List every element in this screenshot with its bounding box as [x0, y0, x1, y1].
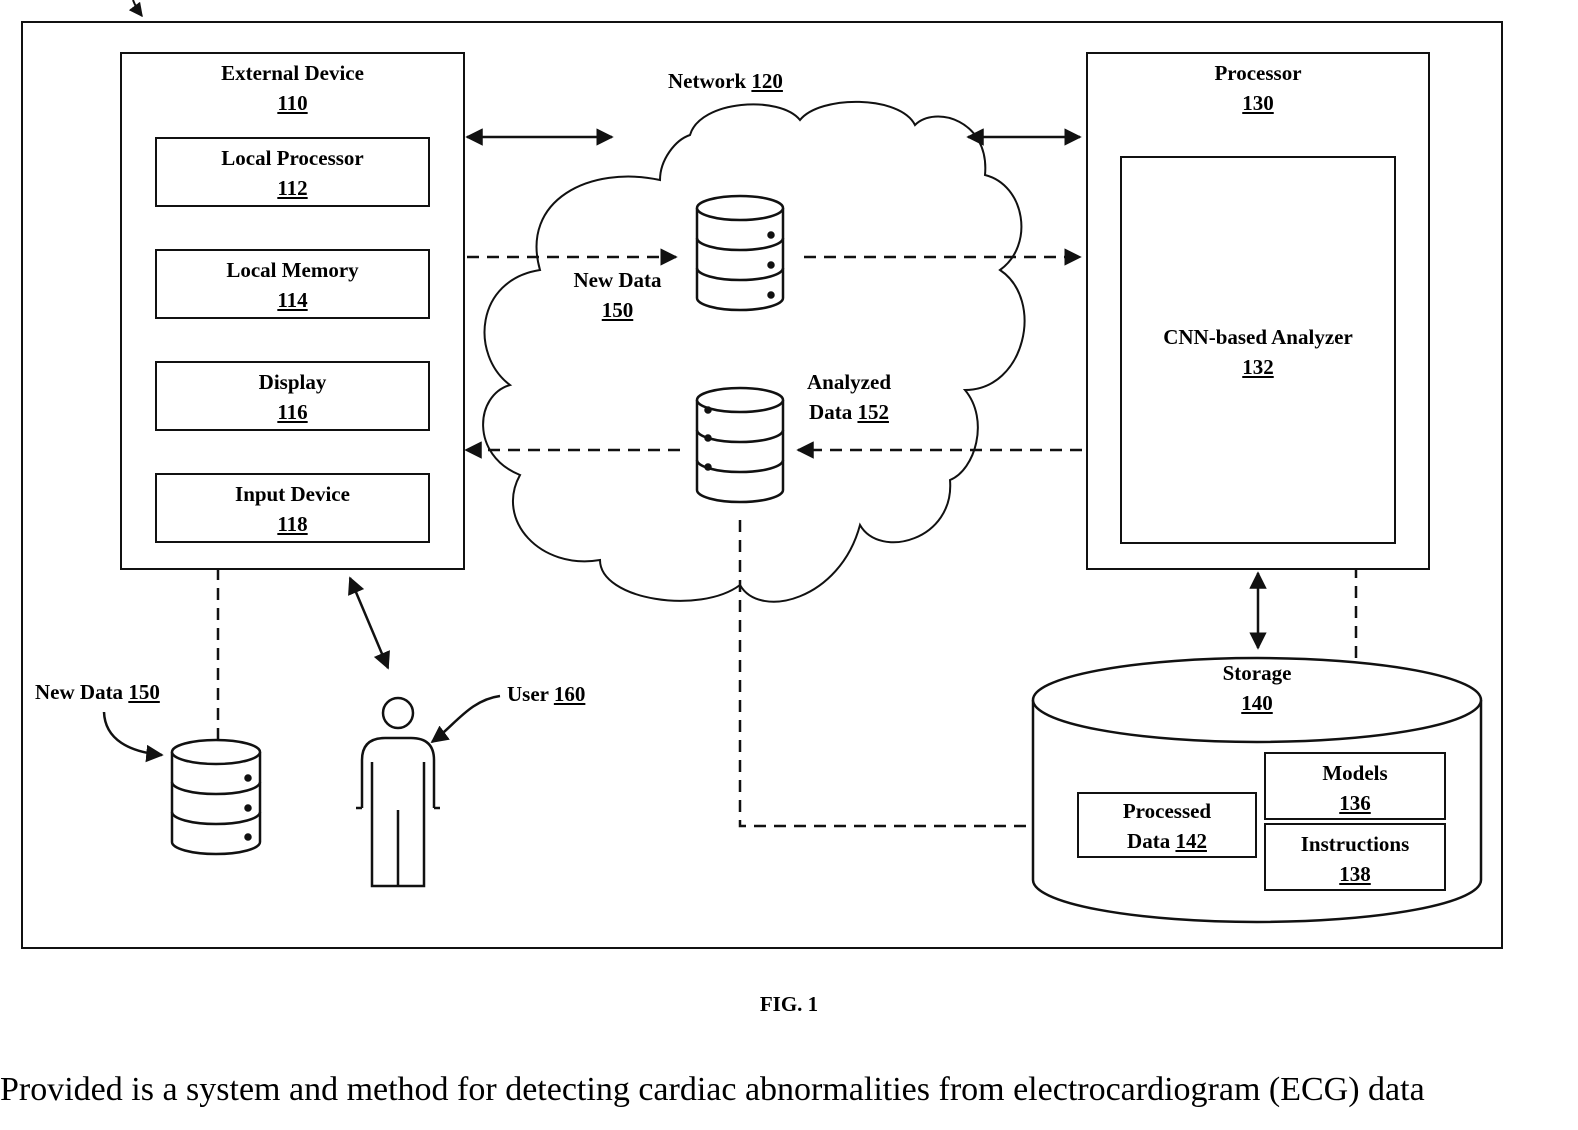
- local-memory-box: Local Memory 114: [155, 249, 430, 319]
- local-new-data-label: New Data 150: [35, 677, 160, 707]
- models-number: 136: [1266, 788, 1444, 818]
- input-device-title: Input Device: [157, 479, 428, 509]
- reference-arrow: [133, 0, 142, 16]
- external-device-number: 110: [122, 88, 463, 118]
- local-processor-box: Local Processor 112: [155, 137, 430, 207]
- processor-number: 130: [1088, 88, 1428, 118]
- local-memory-number: 114: [157, 285, 428, 315]
- input-device-number: 118: [157, 509, 428, 539]
- instructions-title: Instructions: [1266, 829, 1444, 859]
- models-title: Models: [1266, 758, 1444, 788]
- figure-caption: FIG. 1: [0, 992, 1578, 1017]
- cloud-new-data-label: New Data 150: [555, 265, 680, 325]
- local-new-data-title: New Data: [35, 680, 123, 704]
- analyzed-data-number: 152: [857, 400, 889, 424]
- local-new-data-number: 150: [128, 680, 160, 704]
- display-number: 116: [157, 397, 428, 427]
- description-text: Provided is a system and method for dete…: [0, 1068, 1578, 1112]
- input-device-box: Input Device 118: [155, 473, 430, 543]
- cnn-analyzer-title: CNN-based Analyzer: [1122, 322, 1394, 352]
- processed-data-line2: Data: [1127, 829, 1170, 853]
- analyzed-data-line2: Data: [809, 400, 852, 424]
- display-title: Display: [157, 367, 428, 397]
- cloud-new-data-title: New Data: [555, 265, 680, 295]
- processor-title: Processor: [1088, 58, 1428, 88]
- network-label: Network 120: [668, 66, 783, 96]
- cnn-analyzer-box: CNN-based Analyzer 132: [1120, 156, 1396, 544]
- external-device-title: External Device: [122, 58, 463, 88]
- user-number: 160: [554, 682, 586, 706]
- processed-data-box: Processed Data 142: [1077, 792, 1257, 858]
- instructions-box: Instructions 138: [1264, 823, 1446, 891]
- user-label: User 160: [507, 679, 585, 709]
- analyzed-data-line1: Analyzed: [790, 367, 908, 397]
- local-memory-title: Local Memory: [157, 255, 428, 285]
- user-title: User: [507, 682, 549, 706]
- display-box: Display 116: [155, 361, 430, 431]
- storage-title: Storage: [1197, 658, 1317, 688]
- instructions-number: 138: [1266, 859, 1444, 889]
- analyzed-data-label: Analyzed Data 152: [790, 367, 908, 427]
- storage-label: Storage 140: [1197, 658, 1317, 718]
- local-processor-number: 112: [157, 173, 428, 203]
- network-number: 120: [751, 69, 783, 93]
- cloud-new-data-number: 150: [555, 295, 680, 325]
- network-title: Network: [668, 69, 746, 93]
- storage-number: 140: [1197, 688, 1317, 718]
- local-processor-title: Local Processor: [157, 143, 428, 173]
- processed-data-number: 142: [1175, 829, 1207, 853]
- cnn-analyzer-number: 132: [1122, 352, 1394, 382]
- models-box: Models 136: [1264, 752, 1446, 820]
- processed-data-line1: Processed: [1079, 796, 1255, 826]
